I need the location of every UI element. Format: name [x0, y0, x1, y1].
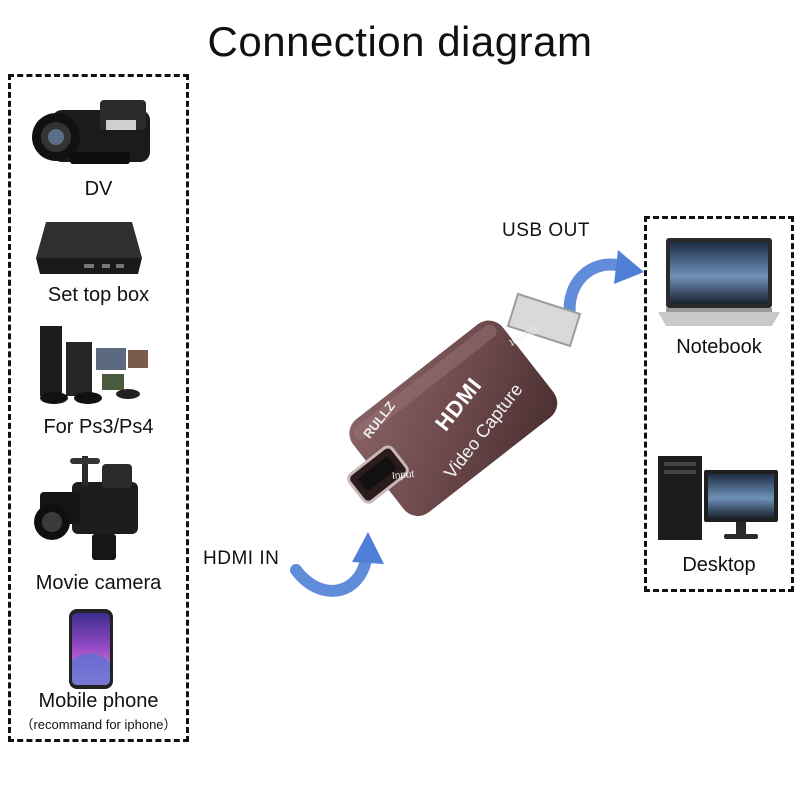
source-label-game-console: For Ps3/Ps4	[43, 416, 154, 438]
source-note-mobile-phone: （recommand for iphone）	[20, 717, 177, 732]
desktop-icon	[658, 456, 778, 540]
hdmi-in-label: HDMI IN	[203, 548, 280, 569]
source-devices-panel	[8, 74, 189, 742]
source-label-mobile-phone: Mobile phone	[38, 690, 159, 712]
game-console-icon	[40, 326, 148, 404]
source-label-dv: DV	[84, 178, 113, 200]
target-label-notebook: Notebook	[676, 336, 762, 358]
target-devices-panel	[644, 216, 794, 592]
video-capture-device-icon	[347, 292, 582, 516]
page-title: Connection diagram	[207, 18, 593, 65]
hdmi-in-arrow-icon	[290, 532, 384, 597]
notebook-icon	[658, 238, 780, 326]
camcorder-icon	[32, 100, 150, 164]
set-top-box-icon	[36, 222, 142, 274]
mobile-phone-icon	[69, 609, 113, 689]
target-label-desktop: Desktop	[682, 554, 756, 576]
movie-camera-icon	[34, 456, 138, 560]
usb-out-arrow-icon	[563, 250, 644, 322]
source-label-set-top-box: Set top box	[47, 284, 150, 306]
device-port-input-label: Input	[391, 468, 415, 483]
source-label-movie-camera: Movie camera	[35, 572, 162, 594]
usb-out-label: USB OUT	[502, 220, 590, 241]
